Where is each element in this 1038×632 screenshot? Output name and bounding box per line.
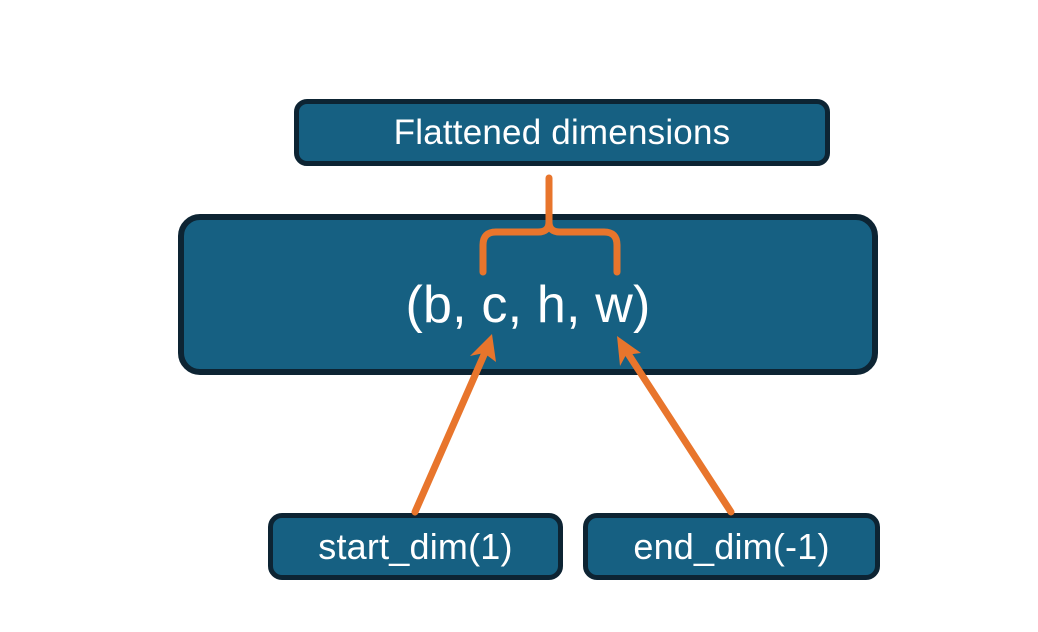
node-end-dim-label: end_dim(-1): [633, 525, 830, 567]
node-flattened-dimensions[interactable]: Flattened dimensions: [294, 99, 830, 166]
node-shape-tuple-label: (b, c, h, w): [405, 275, 651, 334]
node-end-dim[interactable]: end_dim(-1): [583, 513, 880, 580]
node-shape-tuple[interactable]: (b, c, h, w): [178, 214, 878, 375]
node-start-dim[interactable]: start_dim(1): [268, 513, 563, 580]
node-start-dim-label: start_dim(1): [318, 525, 513, 567]
node-flattened-dimensions-label: Flattened dimensions: [393, 112, 731, 152]
